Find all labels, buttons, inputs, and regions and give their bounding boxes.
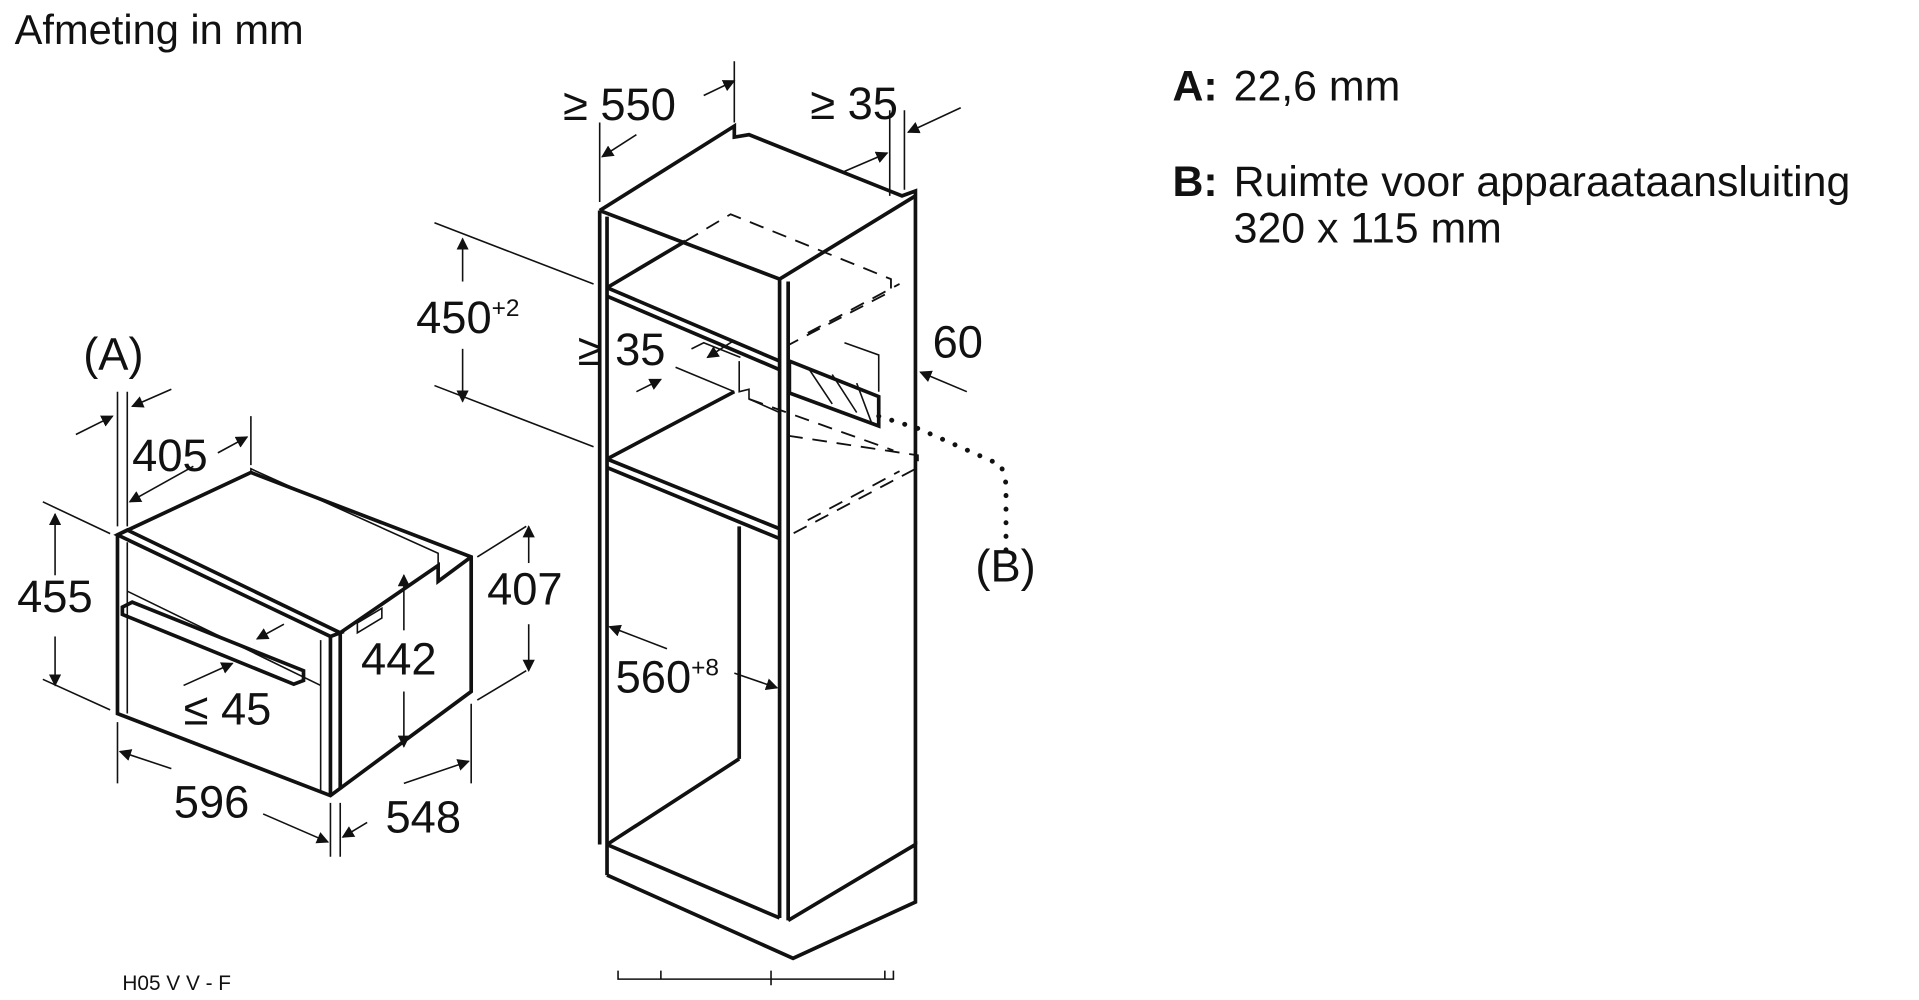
- dim-450: 450+2: [416, 292, 519, 343]
- legend-b-text-1: Ruimte voor apparaataansluiting: [1234, 158, 1851, 206]
- dim-shelf-gap: ≥ 35: [578, 324, 666, 375]
- dim-548: 548: [386, 791, 462, 842]
- dim-407: 407: [487, 564, 563, 615]
- cabinet-drawing: [434, 61, 1009, 961]
- legend-a-text: 22,6 mm: [1234, 62, 1401, 110]
- dim-handle: ≤ 45: [184, 684, 272, 735]
- dim-60: 60: [933, 316, 983, 367]
- cable-label: H05 V V - F: [122, 972, 231, 995]
- dim-455: 455: [17, 571, 93, 622]
- legend-b-key: B:: [1172, 158, 1217, 206]
- dim-596: 596: [174, 777, 250, 828]
- dim-550: ≥ 550: [563, 79, 676, 130]
- dim-405: 405: [132, 430, 208, 481]
- legend-a-key: A:: [1172, 62, 1217, 110]
- page-title: Afmeting in mm: [15, 6, 304, 53]
- label-b: (B): [975, 540, 1035, 591]
- dim-442: 442: [361, 633, 437, 684]
- cable-indicator: [617, 970, 895, 986]
- dim-rear-gap: ≥ 35: [810, 78, 898, 129]
- dim-560: 560+8: [616, 652, 719, 703]
- oven-drawing: [42, 388, 535, 857]
- legend-b-text-2: 320 x 115 mm: [1234, 204, 1502, 252]
- label-a: (A): [83, 329, 143, 380]
